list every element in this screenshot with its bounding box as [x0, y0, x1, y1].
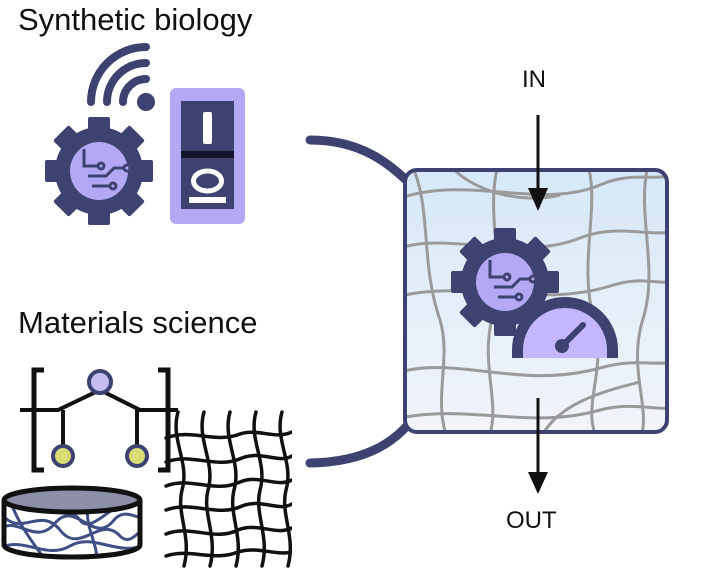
synthetic-biology-label: Synthetic biology — [18, 2, 253, 37]
circuit-gear-icon — [451, 228, 559, 336]
materials-science-label: Materials science — [18, 305, 258, 340]
input-arrow — [528, 115, 548, 211]
input-label: IN — [522, 66, 546, 93]
material-disk-icon — [1, 485, 143, 560]
circuit-gear-icon — [45, 117, 153, 225]
output-arrow — [528, 398, 548, 494]
output-label: OUT — [506, 507, 557, 534]
toggle-switch-icon — [170, 88, 245, 224]
mesh-network-icon — [164, 410, 292, 568]
wifi-icon — [87, 43, 155, 111]
polymer-structure-icon — [20, 367, 178, 473]
gauge-icon — [512, 297, 618, 358]
